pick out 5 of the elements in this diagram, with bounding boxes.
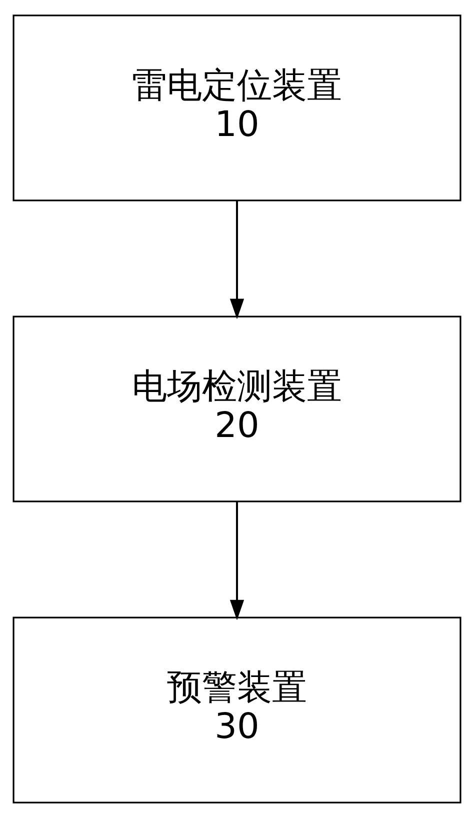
node-box: 预警装置 30 xyxy=(12,616,462,804)
arrow xyxy=(230,502,244,620)
arrow xyxy=(230,200,244,320)
node-box: 电场检测装置 20 xyxy=(12,316,462,502)
node-box: 雷电定位装置 10 xyxy=(12,14,462,202)
